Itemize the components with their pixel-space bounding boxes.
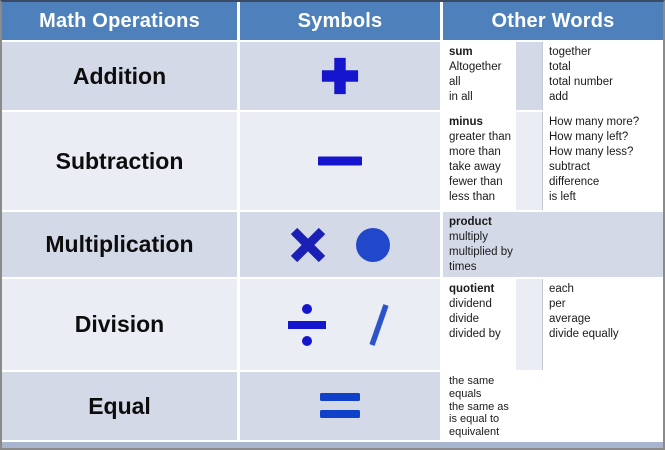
word-item: all xyxy=(449,76,461,88)
operation-equal-label: Equal xyxy=(2,372,237,440)
word-item: divide xyxy=(449,313,480,325)
header-other-words: Other Words xyxy=(443,2,663,40)
word-item: difference xyxy=(549,176,600,188)
operation-addition-label: Addition xyxy=(2,42,237,110)
word-item: How many less? xyxy=(549,146,634,158)
word-list: minus greater than more than take away fewer… xyxy=(443,112,516,210)
word-item: is left xyxy=(549,191,576,203)
minus-icon xyxy=(318,156,362,166)
word-item: total number xyxy=(549,76,613,88)
word-list: each per average divide equally xyxy=(542,279,663,370)
symbol-cell-division xyxy=(240,279,440,370)
word-item: average xyxy=(549,313,591,325)
slash-icon xyxy=(366,302,392,348)
word-item: more than xyxy=(449,146,501,158)
word-item: Altogether xyxy=(449,61,502,73)
operation-subtraction-label: Subtraction xyxy=(2,112,237,210)
word-item: in all xyxy=(449,91,473,103)
other-words-multiplication: product multiply multiplied by times xyxy=(443,212,663,277)
symbol-cell-multiplication xyxy=(240,212,440,277)
word-list: together total total number add xyxy=(542,42,663,110)
word-item: divide equally xyxy=(549,328,619,340)
word-item: the same as xyxy=(449,400,509,413)
symbol-cell-equal xyxy=(240,372,440,440)
word-item: subtract xyxy=(549,161,590,173)
other-words-subtraction: minus greater than more than take away fewer… xyxy=(443,112,663,210)
word-item: How many more? xyxy=(549,116,640,128)
word-item: take away xyxy=(449,161,501,173)
word-list: How many more? How many left? How many les… xyxy=(542,112,663,210)
word-item: equals xyxy=(449,387,482,400)
word-item: dividend xyxy=(449,298,492,310)
symbol-cell-subtraction xyxy=(240,112,440,210)
word-item: per xyxy=(549,298,566,310)
word-item: add xyxy=(549,91,569,103)
word-item: is equal to xyxy=(449,413,500,426)
obelus-icon xyxy=(288,303,326,346)
word-item: each xyxy=(549,283,574,295)
plus-icon xyxy=(320,56,360,96)
word-item: minus xyxy=(449,116,483,128)
word-item: greater than xyxy=(449,131,512,143)
table-bottom-strip xyxy=(2,442,663,448)
word-item: fewer than xyxy=(449,176,503,188)
word-item: total xyxy=(549,61,571,73)
word-item: quotient xyxy=(449,283,495,295)
word-item: product xyxy=(449,216,492,228)
operation-multiplication-label: Multiplication xyxy=(2,212,237,277)
header-math-operations: Math Operations xyxy=(2,2,237,40)
word-item: multiplied by xyxy=(449,246,513,258)
word-item: together xyxy=(549,46,592,58)
word-item: multiply xyxy=(449,231,488,243)
equals-icon xyxy=(320,393,360,419)
word-item: the same xyxy=(449,375,495,387)
word-item: How many left? xyxy=(549,131,629,143)
other-words-division: quotient dividend divide divided by each per… xyxy=(443,279,663,370)
word-item: sum xyxy=(449,46,473,58)
times-icon xyxy=(290,227,326,263)
dot-icon xyxy=(356,227,390,262)
word-item: divided by xyxy=(449,328,501,340)
operation-division-label: Division xyxy=(2,279,237,370)
word-item: times xyxy=(449,261,477,273)
header-symbols: Symbols xyxy=(240,2,440,40)
word-item: equivalent xyxy=(449,426,500,439)
symbol-cell-addition xyxy=(240,42,440,110)
word-list: quotient dividend divide divided by xyxy=(443,279,516,370)
word-item: less than xyxy=(449,191,496,203)
